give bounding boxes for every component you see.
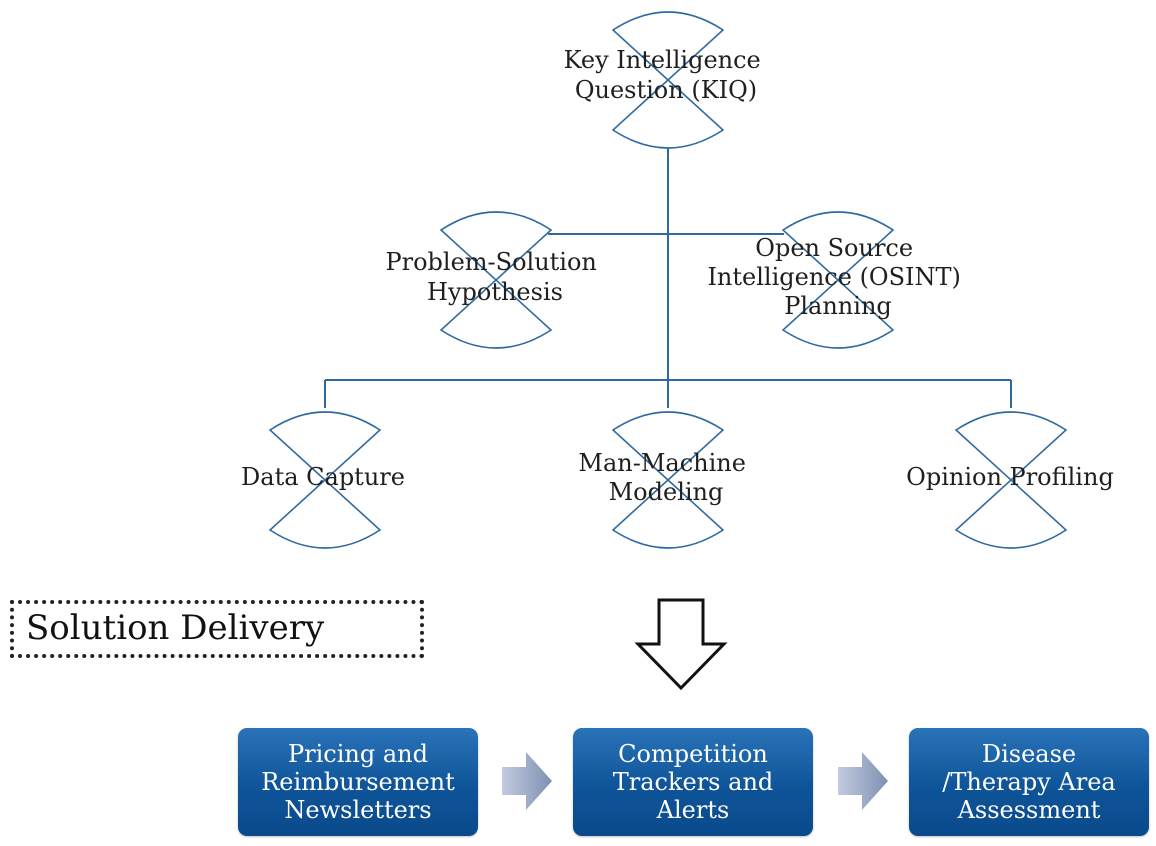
man-machine-label-line-1: Man-Machine — [578, 449, 746, 477]
deliverable-competition-box: Competition Trackers and Alerts — [573, 728, 813, 836]
data-capture-label: Data Capture — [241, 463, 405, 491]
right-arrow-icon — [838, 752, 888, 810]
osint-label-line-1: Open Source — [755, 234, 913, 262]
osint-label: Open Source Intelligence (OSINT) Plannin… — [707, 234, 968, 320]
psh-label-line-2: Hypothesis — [427, 278, 563, 306]
kiq-label-line-1: Key Intelligence — [564, 46, 761, 74]
data-capture-node-shape — [268, 411, 382, 549]
deliverable-competition-text: Competition Trackers and Alerts — [612, 740, 774, 824]
man-machine-label-line-2: Modeling — [609, 478, 724, 506]
osint-node-shape — [781, 211, 895, 349]
kiq-node-shape — [611, 11, 725, 149]
man-machine-label: Man-Machine Modeling — [578, 449, 753, 506]
node-labels: Key Intelligence Question (KIQ) Problem-… — [241, 46, 1114, 506]
man-machine-node-shape — [611, 411, 725, 549]
psh-label: Problem-Solution Hypothesis — [385, 248, 604, 306]
down-arrow-icon — [634, 598, 728, 691]
psh-label-line-1: Problem-Solution — [385, 248, 596, 276]
opinion-label-line-1: Opinion Profiling — [906, 463, 1114, 491]
psh-node-shape — [439, 211, 553, 349]
right-arrow-icon — [502, 752, 552, 810]
deliverable-pricing-box: Pricing and Reimbursement Newsletters — [238, 728, 478, 836]
opinion-label: Opinion Profiling — [906, 463, 1114, 491]
kiq-label: Key Intelligence Question (KIQ) — [564, 46, 769, 104]
deliverable-pricing-text: Pricing and Reimbursement Newsletters — [261, 740, 455, 824]
connectors — [324, 148, 1012, 408]
node-shapes — [268, 11, 1068, 549]
osint-label-line-3: Planning — [784, 292, 892, 320]
deliverable-disease-box: Disease /Therapy Area Assessment — [909, 728, 1149, 836]
solution-delivery-box: Solution Delivery — [10, 600, 424, 658]
solution-delivery-label: Solution Delivery — [26, 608, 325, 648]
deliverable-disease-text: Disease /Therapy Area Assessment — [942, 740, 1116, 824]
osint-label-line-2: Intelligence (OSINT) — [707, 263, 960, 291]
kiq-label-line-2: Question (KIQ) — [575, 76, 757, 104]
data-capture-label-line-1: Data Capture — [241, 463, 405, 491]
opinion-node-shape — [954, 411, 1068, 549]
